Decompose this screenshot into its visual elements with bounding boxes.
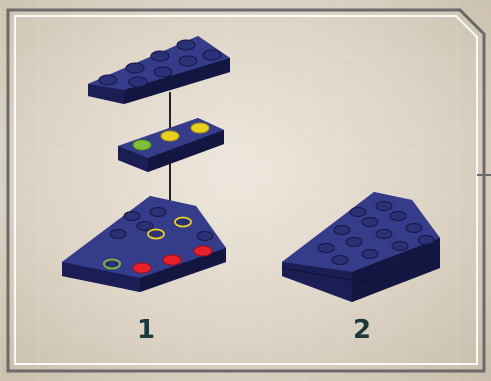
step-number-1: 1 bbox=[137, 317, 155, 343]
step-number-2: 2 bbox=[353, 317, 371, 343]
completed-wedge bbox=[282, 192, 440, 302]
